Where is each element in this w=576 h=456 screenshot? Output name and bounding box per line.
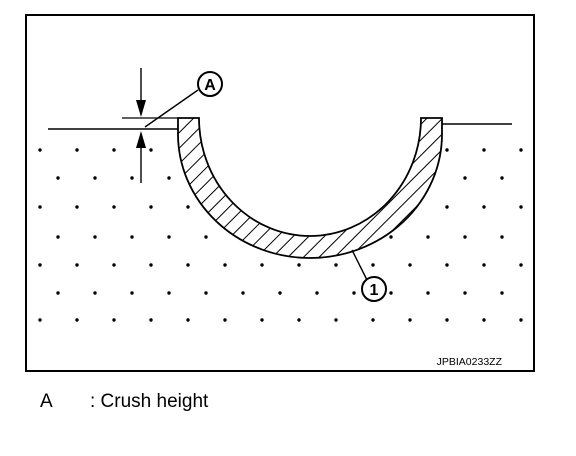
legend-description: : Crush height bbox=[90, 391, 209, 412]
crush-height-dimension bbox=[122, 68, 178, 183]
callout-1-circle bbox=[361, 276, 387, 302]
callout-a-label: A bbox=[204, 77, 216, 94]
figure-code: JPBIA0233ZZ bbox=[437, 356, 503, 368]
bearing-shell bbox=[177, 117, 443, 259]
callout-1-label: 1 bbox=[370, 282, 379, 299]
callout-a-leader bbox=[144, 89, 199, 128]
figure-frame bbox=[25, 14, 535, 372]
legend-key: A bbox=[40, 391, 53, 412]
callout-a-circle bbox=[197, 71, 223, 97]
callout-1-leader bbox=[351, 249, 368, 281]
